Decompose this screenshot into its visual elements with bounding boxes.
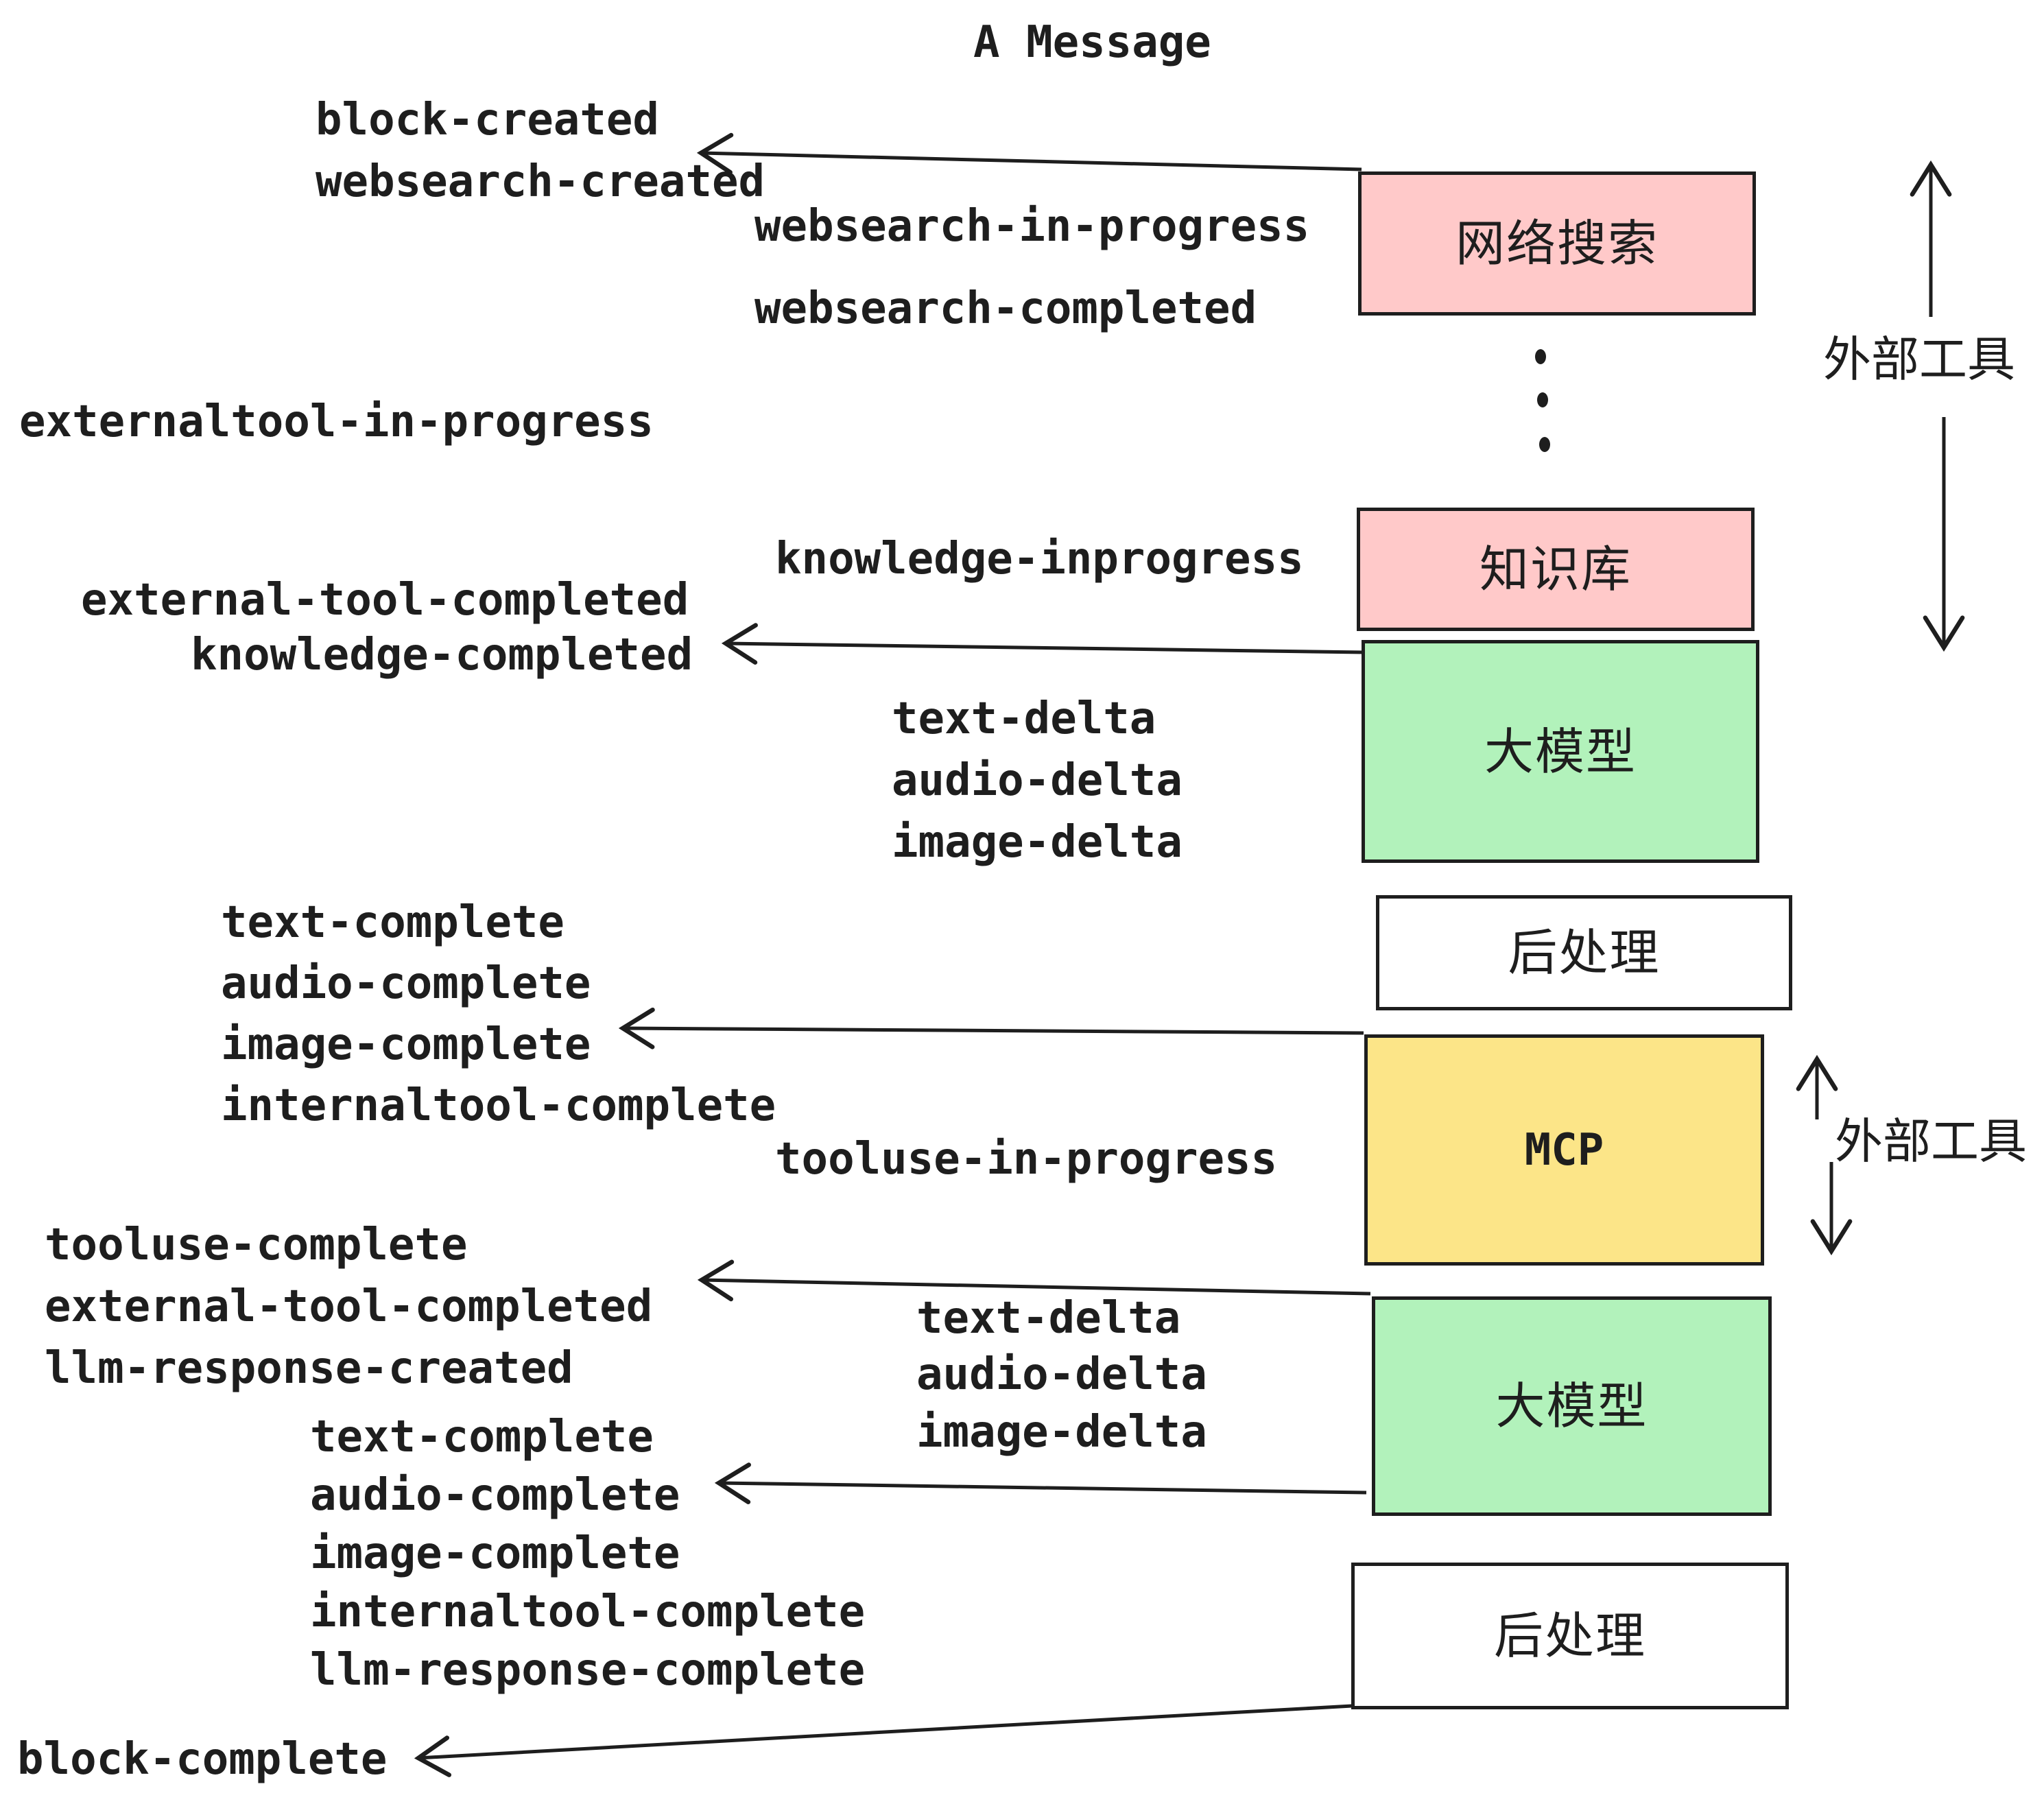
event-label-text-complete-1: text-complete	[221, 897, 565, 948]
arrow-tooluse-complete	[697, 1259, 1371, 1302]
box-postprocess-1-label: 后处理	[1508, 924, 1661, 982]
arrow-audio-complete	[714, 1462, 1367, 1504]
event-label-external-tool-completed: external-tool-completed	[81, 575, 689, 626]
event-label-audio-complete-2: audio-complete	[310, 1470, 680, 1521]
box-llm-1: 大模型	[1362, 640, 1759, 863]
box-knowledge-label: 知识库	[1479, 541, 1632, 598]
box-postprocess-1: 后处理	[1376, 895, 1792, 1010]
arrow-block-complete	[414, 1704, 1353, 1777]
event-label-websearch-in-progress: websearch-in-progress	[754, 201, 1310, 252]
event-label-external-tool-completed-2: external-tool-completed	[45, 1281, 653, 1332]
event-label-internaltool-complete-1: internaltool-complete	[221, 1080, 776, 1131]
box-llm-2-label: 大模型	[1495, 1377, 1648, 1435]
event-label-websearch-completed: websearch-completed	[754, 283, 1257, 334]
arrow-knowledge-completed	[721, 623, 1364, 665]
event-label-tooluse-complete: tooluse-complete	[45, 1220, 468, 1270]
event-label-text-delta-2: text-delta	[916, 1293, 1181, 1344]
box-websearch-label: 网络搜索	[1455, 215, 1659, 272]
event-label-internaltool-complete-2: internaltool-complete	[310, 1587, 866, 1637]
event-label-knowledge-completed: knowledge-completed	[191, 630, 693, 680]
event-label-image-complete-1: image-complete	[221, 1019, 591, 1070]
event-label-externaltool-in-progress: externaltool-in-progress	[19, 396, 654, 447]
box-llm-1-label: 大模型	[1484, 722, 1637, 781]
event-label-llm-response-complete: llm-response-complete	[310, 1645, 866, 1696]
event-label-text-complete-2: text-complete	[310, 1412, 654, 1462]
event-label-websearch-created: websearch-created	[316, 156, 765, 207]
event-label-image-complete-2: image-complete	[310, 1528, 680, 1579]
ellipsis-dot	[1537, 392, 1548, 407]
box-mcp: MCP	[1364, 1034, 1764, 1266]
event-label-block-complete: block-complete	[17, 1734, 388, 1785]
event-label-image-delta-2: image-delta	[916, 1407, 1207, 1458]
external-tools-label-1: 外部工具	[1823, 331, 2015, 388]
box-websearch: 网络搜索	[1358, 171, 1756, 316]
box-mcp-label: MCP	[1524, 1124, 1604, 1176]
event-label-audio-delta-1: audio-delta	[892, 755, 1183, 806]
box-llm-2: 大模型	[1372, 1296, 1772, 1516]
box-postprocess-2: 后处理	[1351, 1563, 1789, 1709]
event-label-image-delta-1: image-delta	[892, 817, 1183, 868]
event-label-audio-delta-2: audio-delta	[916, 1349, 1207, 1400]
event-label-tooluse-in-progress: tooluse-in-progress	[775, 1134, 1278, 1185]
arrow-block-created	[696, 132, 1362, 175]
event-label-knowledge-inprogress: knowledge-inprogress	[775, 534, 1304, 584]
event-label-llm-response-created: llm-response-created	[45, 1343, 573, 1394]
arrow-image-complete	[618, 1007, 1364, 1049]
ellipsis-dot	[1535, 349, 1546, 364]
diagram-title: A Message	[973, 17, 1211, 68]
event-label-audio-complete-1: audio-complete	[221, 958, 591, 1009]
box-knowledge: 知识库	[1357, 508, 1755, 631]
external-tools-label-2: 外部工具	[1835, 1113, 2027, 1170]
box-postprocess-2-label: 后处理	[1493, 1607, 1646, 1665]
event-label-block-created: block-created	[316, 95, 659, 145]
event-label-text-delta-1: text-delta	[892, 693, 1156, 744]
ellipsis-dot	[1539, 437, 1550, 452]
